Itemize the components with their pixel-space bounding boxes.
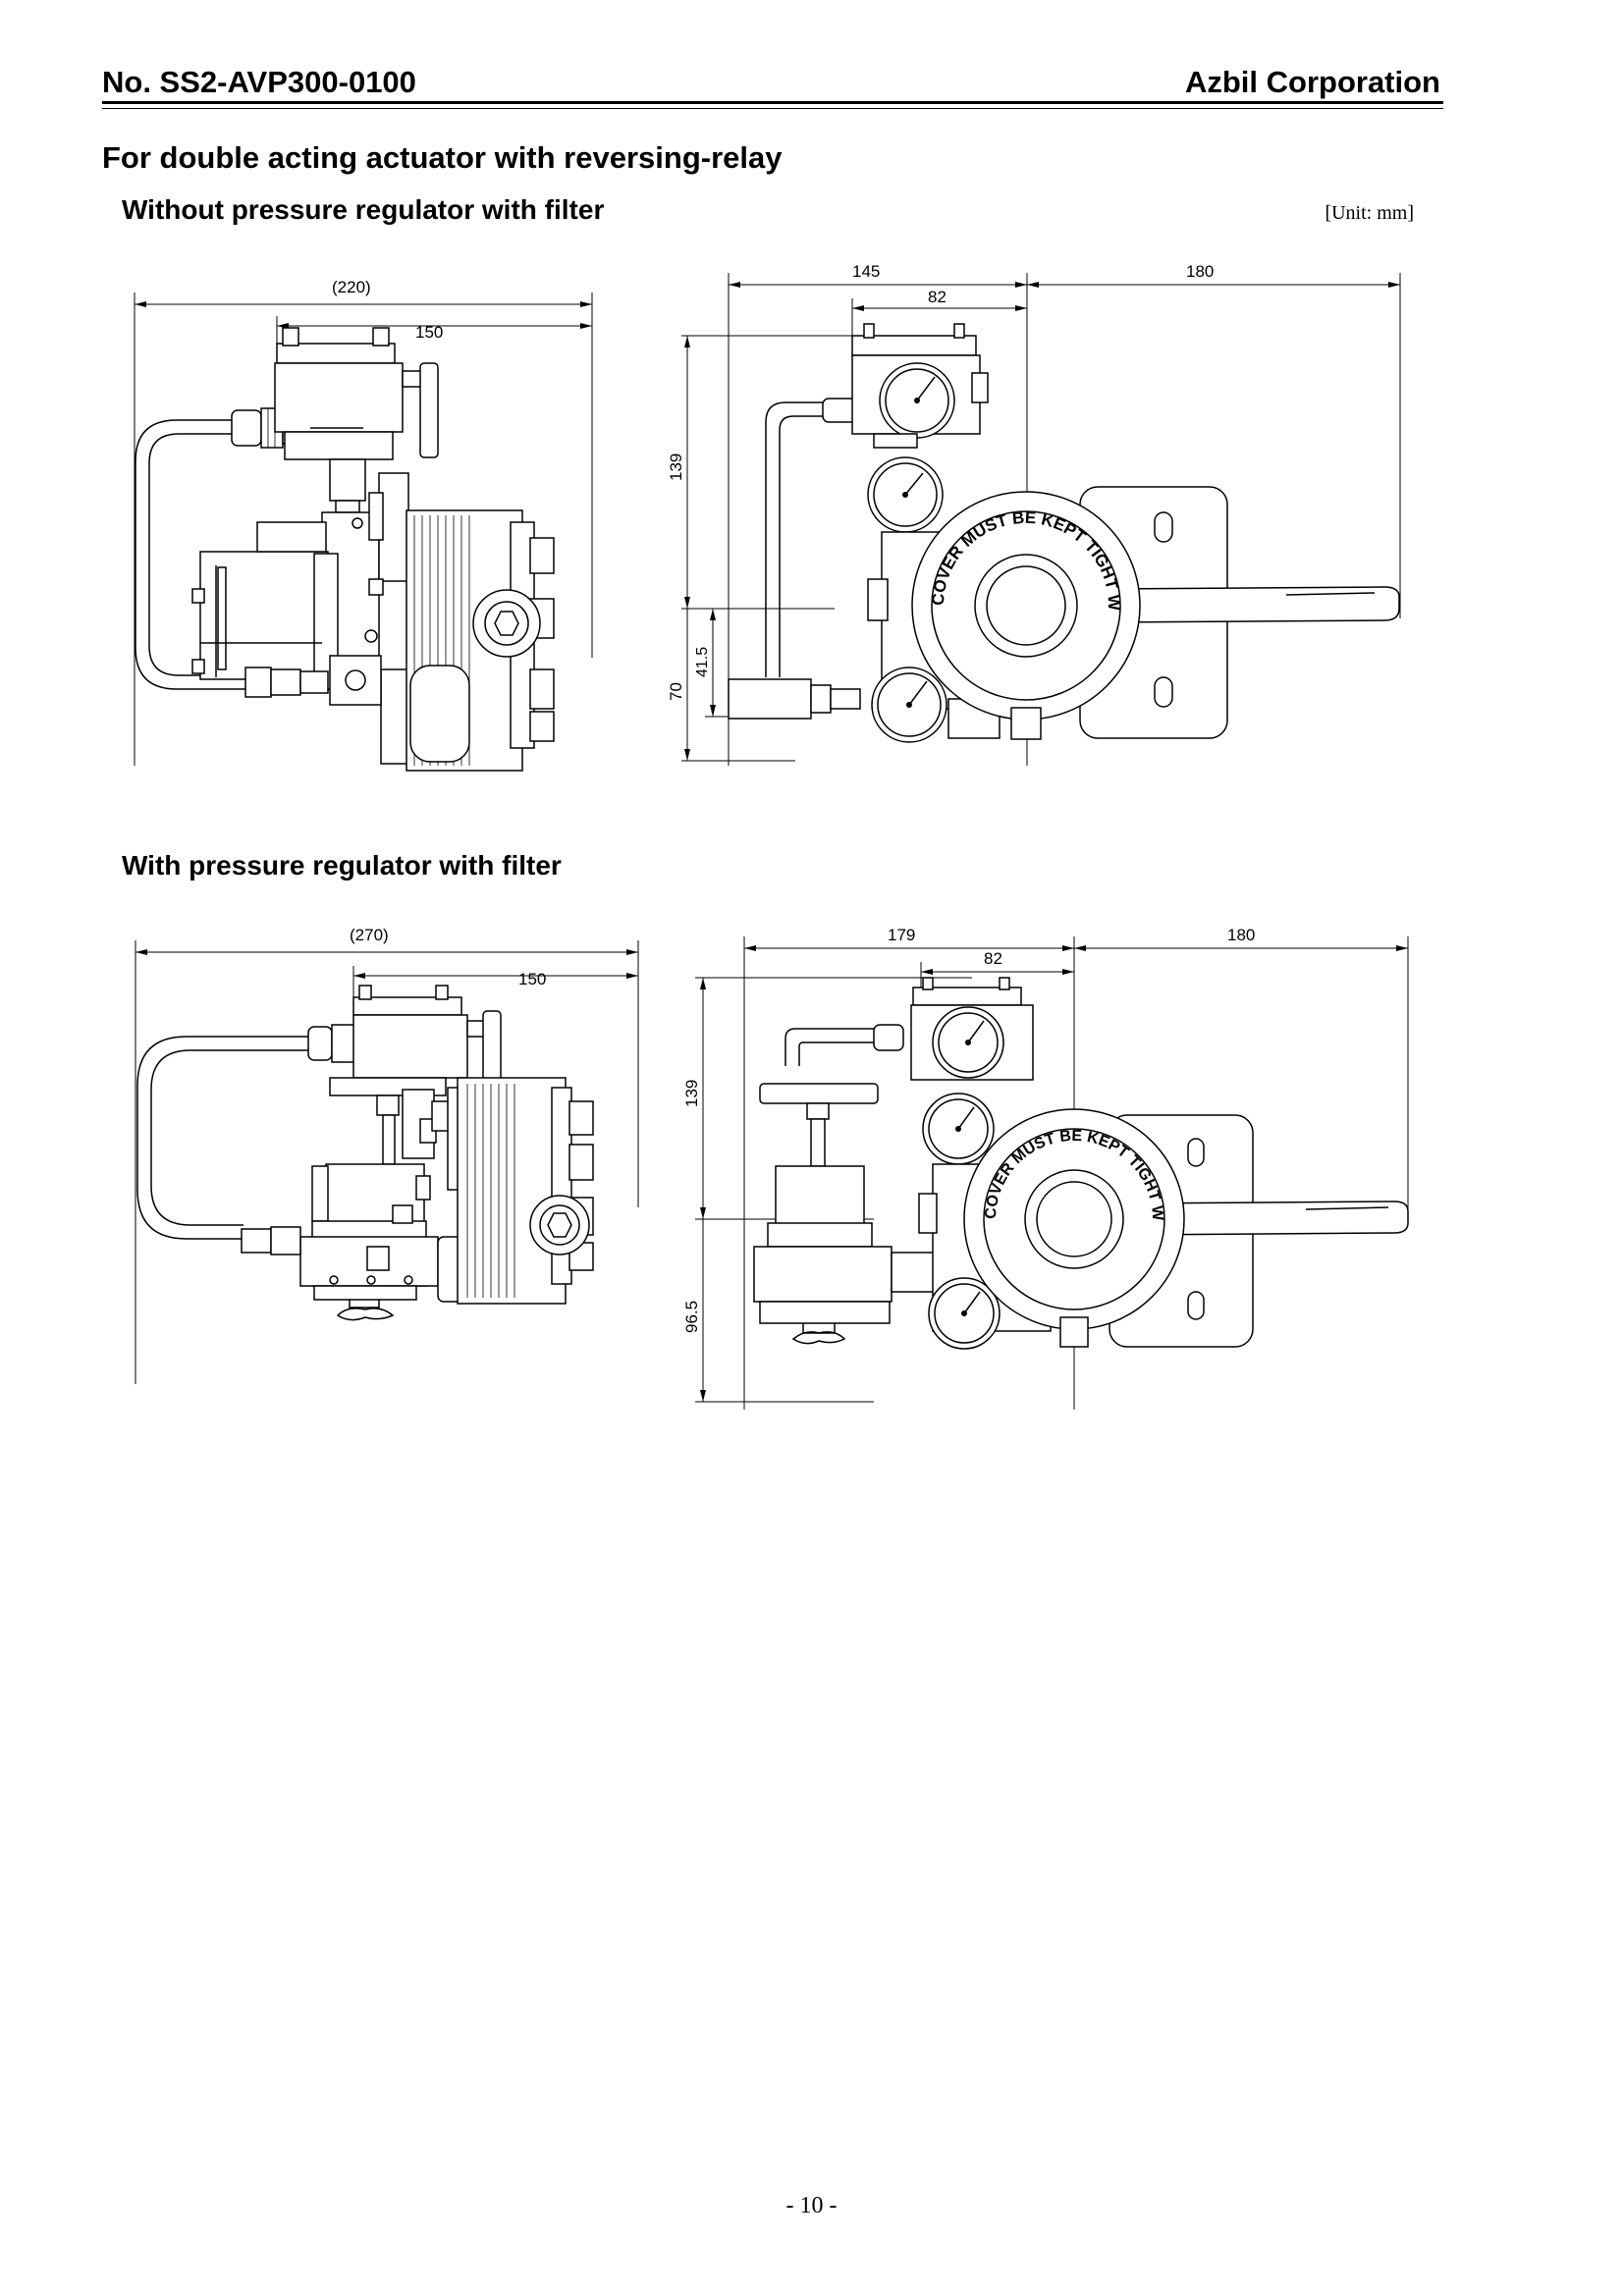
dim-width-180: 180	[1186, 262, 1214, 281]
header-rule-thin	[102, 108, 1443, 109]
header-rule	[102, 101, 1443, 104]
side-view-drawing-with-regulator: (270) 150	[135, 926, 639, 1384]
dim-height-41-5: 41.5	[694, 647, 711, 677]
page-title: For double acting actuator with reversin…	[102, 140, 783, 175]
dim-height-139-b: 139	[682, 1080, 701, 1107]
front-view-drawing-with-regulator: 179 180 82 139 96.5	[672, 906, 1409, 1410]
dim-width-150: 150	[415, 323, 443, 342]
dim-width-82-b: 82	[984, 949, 1002, 968]
dim-width-150-b: 150	[518, 970, 546, 988]
page-number: - 10 -	[785, 2193, 838, 2218]
dim-width-180-b: 180	[1227, 926, 1255, 944]
document-number: No. SS2-AVP300-0100	[102, 65, 416, 99]
dim-width-179: 179	[888, 926, 915, 944]
dim-overall-width-270: (270)	[350, 926, 389, 944]
side-view-drawing-without-regulator: (220) 150	[134, 278, 593, 772]
company-name: Azbil Corporation	[1184, 65, 1440, 99]
dim-overall-width: (220)	[332, 278, 371, 296]
unit-note: [Unit: mm]	[1325, 202, 1414, 224]
dim-height-96-5: 96.5	[682, 1301, 701, 1333]
front-view-drawing-without-regulator: 145 180 82 139 41.5 70	[667, 240, 1401, 766]
section-heading-without-regulator: Without pressure regulator with filter	[122, 194, 605, 225]
dim-width-82: 82	[928, 288, 947, 306]
section-heading-with-regulator: With pressure regulator with filter	[122, 850, 562, 881]
dim-width-145: 145	[852, 262, 880, 281]
dim-height-70: 70	[667, 682, 685, 701]
dim-height-139: 139	[667, 454, 685, 481]
